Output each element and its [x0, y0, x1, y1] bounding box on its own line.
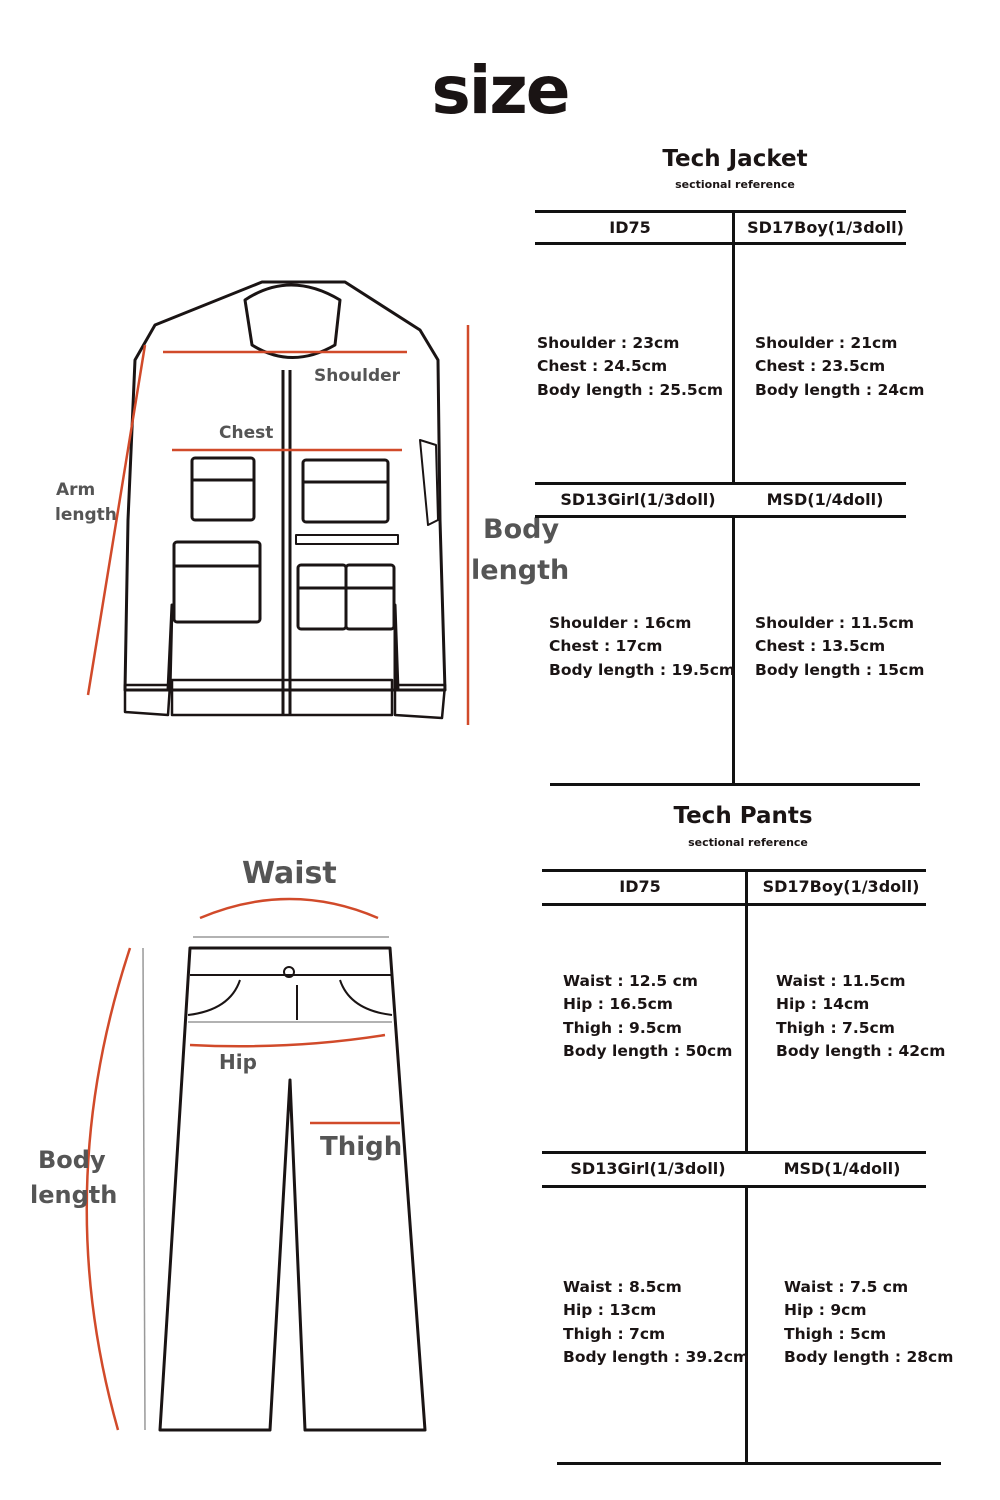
divider — [535, 482, 906, 485]
divider — [535, 210, 906, 213]
divider — [732, 515, 735, 785]
pants-drawing-icon — [158, 946, 427, 1432]
chest-label: Chest — [219, 423, 274, 443]
page-title: size — [431, 52, 570, 129]
divider — [557, 1462, 941, 1465]
size-header: SD17Boy(1/3doll) — [762, 877, 920, 896]
arm-length-label-2: length — [55, 505, 117, 525]
pants-measure-lines — [85, 897, 400, 1431]
pants-subtitle: sectional reference — [688, 836, 808, 849]
waist-label: Waist — [242, 856, 337, 891]
thigh-label: Thigh — [320, 1132, 403, 1162]
jacket-drawing-icon — [123, 280, 447, 720]
divider — [535, 242, 906, 245]
hip-label: Hip — [219, 1050, 257, 1074]
size-header: MSD(1/4doll) — [783, 1159, 901, 1178]
shoulder-label: Shoulder — [314, 366, 401, 386]
divider — [745, 1185, 748, 1464]
pants-body-label-2: length — [30, 1181, 118, 1209]
size-header: ID75 — [619, 877, 661, 896]
size-header: SD13Girl(1/3doll) — [570, 1159, 726, 1178]
divider — [542, 903, 926, 906]
divider — [542, 869, 926, 872]
size-header: SD13Girl(1/3doll) — [560, 490, 716, 509]
pants-title: Tech Pants — [673, 803, 813, 829]
size-header: SD17Boy(1/3doll) — [747, 218, 904, 237]
jacket-body-label-2: length — [471, 555, 570, 586]
divider — [732, 210, 735, 484]
jacket-measure-lines — [86, 325, 470, 725]
size-header: MSD(1/4doll) — [766, 490, 884, 509]
arm-length-label-1: Arm — [56, 480, 96, 500]
divider — [535, 515, 906, 518]
jacket-body-label-1: Body — [483, 514, 560, 545]
divider — [550, 783, 920, 786]
divider — [542, 1185, 926, 1188]
pants-body-label-1: Body — [38, 1146, 106, 1174]
divider — [542, 1151, 926, 1154]
jacket-subtitle: sectional reference — [675, 178, 795, 191]
divider — [745, 869, 748, 1153]
jacket-title: Tech Jacket — [662, 146, 808, 172]
size-header: ID75 — [609, 218, 651, 237]
